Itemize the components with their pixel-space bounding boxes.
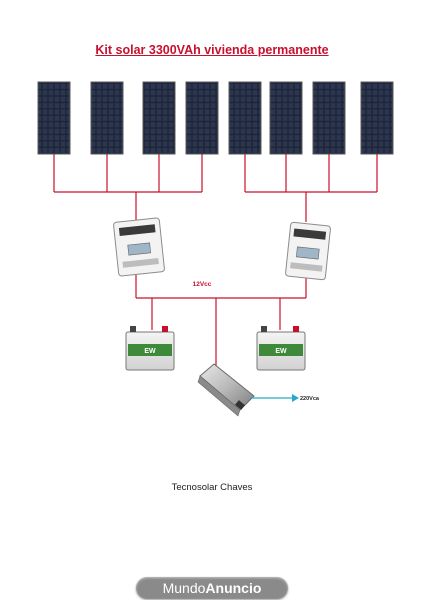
watermark-part-1: Mundo	[162, 580, 206, 596]
dc-bus-label: 12Vcc	[193, 281, 212, 288]
dc-wiring	[53, 154, 378, 372]
battery-left: EW	[125, 326, 175, 371]
watermark-logo: MundoAnuncio	[136, 577, 288, 599]
charge-controller-right	[285, 221, 331, 281]
battery-left-label: EW	[144, 348, 156, 355]
solar-panel-4	[185, 81, 219, 155]
solar-panel-5	[228, 81, 262, 155]
battery-right: EW	[256, 326, 306, 371]
diagram-title: Kit solar 3300VAh vivienda permanente	[95, 43, 329, 57]
credit-text: Tecnosolar Chaves	[171, 482, 253, 493]
solar-panel-6	[269, 81, 303, 155]
charge-controller-left	[113, 217, 165, 277]
ac-output-arrow	[250, 394, 299, 402]
solar-panel-3	[142, 81, 176, 155]
watermark-part-2: Anuncio	[205, 580, 262, 596]
solar-panel-7	[312, 81, 346, 155]
solar-panel-1	[37, 81, 71, 155]
solar-panel-8	[360, 81, 394, 155]
battery-right-label: EW	[275, 348, 287, 355]
solar-panel-2	[90, 81, 124, 155]
ac-output-label: 220Vca	[300, 396, 320, 402]
inverter	[197, 363, 255, 417]
